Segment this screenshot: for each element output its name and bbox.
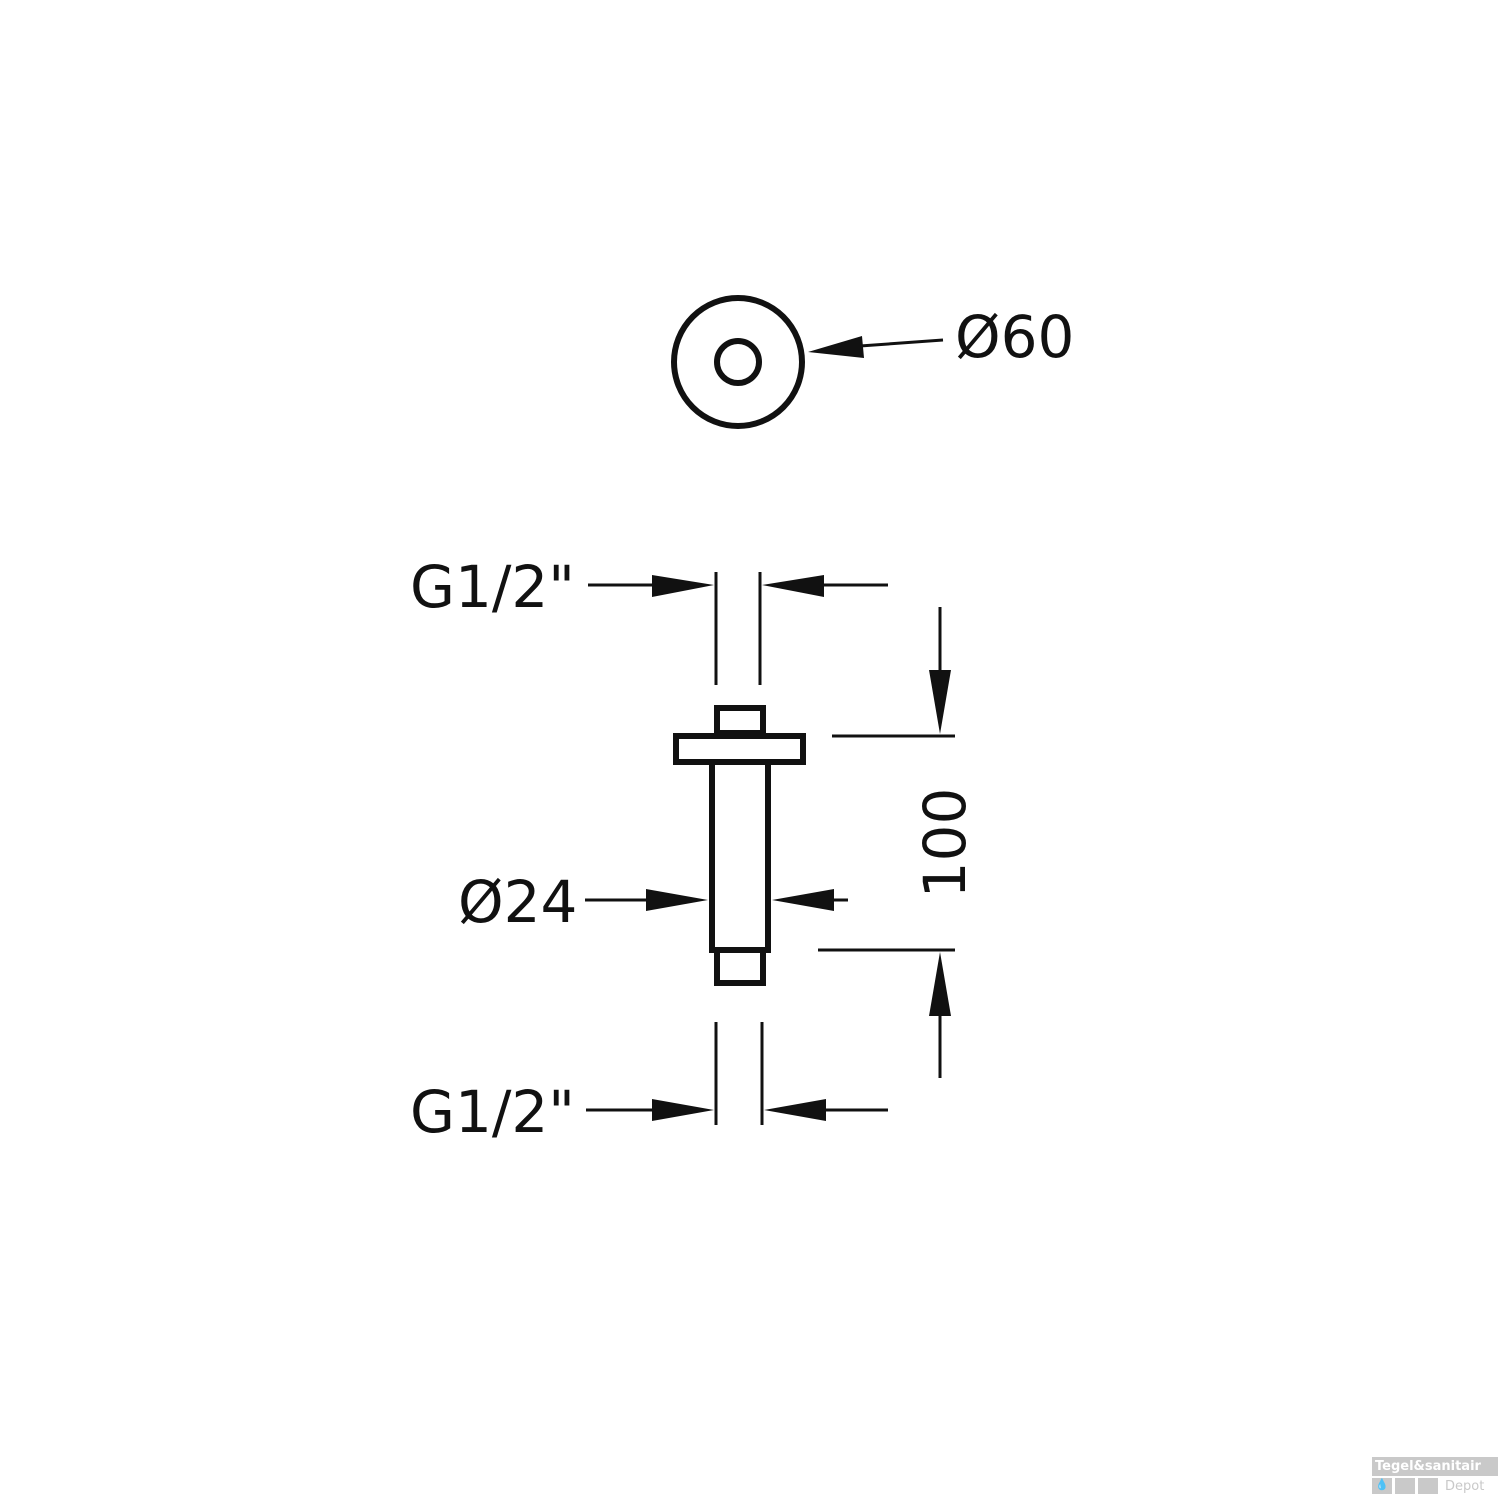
flange [673,733,806,765]
dimension-tube-diameter [585,889,848,911]
label-ø60: Ø60 [955,303,1074,371]
label-length: 100 [911,788,979,899]
top-view [671,295,805,429]
bottom-nut [714,947,766,986]
dimension-length [818,607,955,1078]
rosette-outer [671,295,805,429]
logo-square [1418,1478,1438,1494]
dimension-bottom-thread [586,1022,888,1125]
top-nut [714,705,766,736]
label-ø24: Ø24 [458,868,577,936]
tube [709,759,771,953]
drop-icon: 💧 [1372,1478,1392,1494]
watermark-brand: Tegel&sanitair [1372,1457,1498,1476]
label-thread-bottom: G1/2" [410,1078,575,1146]
rosette-inner [714,338,762,386]
leader-ø60 [808,336,944,358]
watermark-logo: Tegel&sanitair 💧 Depot [1372,1457,1498,1494]
dimension-top-thread [588,572,888,685]
label-thread-top: G1/2" [410,553,575,621]
watermark-sub: Depot [1445,1478,1485,1494]
logo-square [1395,1478,1415,1494]
side-view [673,705,806,986]
